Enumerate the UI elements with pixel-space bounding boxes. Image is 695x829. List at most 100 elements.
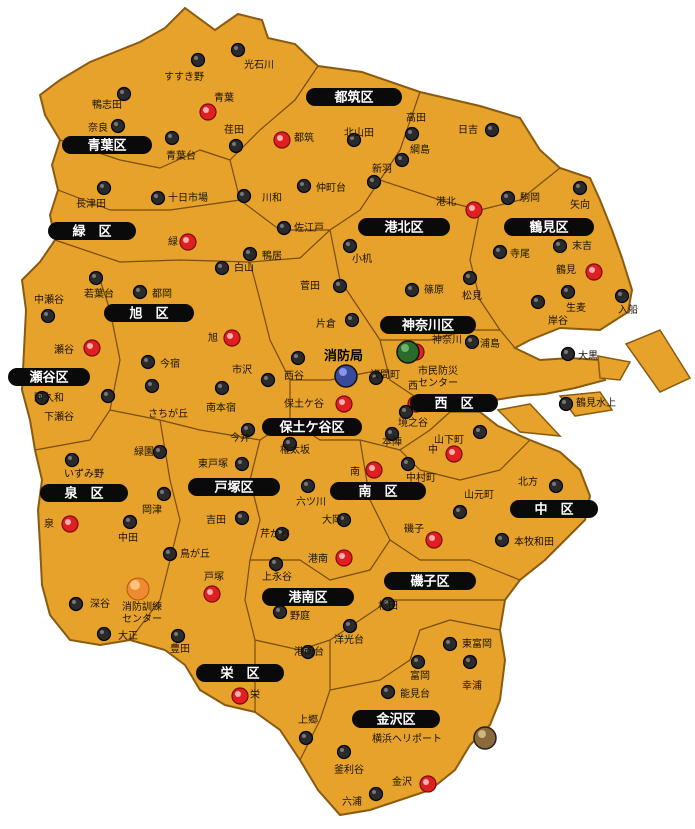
fire-substation[interactable]: 洋光台 [334,618,364,647]
fire-substation-marker-icon[interactable] [344,312,360,328]
ward-label-nishi[interactable]: 西 区 [410,394,498,412]
ward-label-tsurumi[interactable]: 鶴見区 [504,218,594,236]
fire-substation-marker-icon[interactable] [290,350,306,366]
fire-substation[interactable]: 杉田 [378,596,398,613]
fire-substation-marker-icon[interactable] [88,270,104,286]
fire-substation-marker-icon[interactable] [492,244,508,260]
fire-substation-marker-icon[interactable] [558,396,574,412]
fire-substation[interactable]: 阿久和 [34,390,64,406]
fire-substation[interactable]: 権太坂 [280,436,310,457]
fire-station[interactable]: 栄 [231,687,260,705]
fire-substation-marker-icon[interactable] [560,284,576,300]
fire-substation[interactable]: 六ツ川 [296,478,326,509]
fire-station[interactable]: 戸塚 [203,571,224,603]
heliport-marker-icon[interactable] [473,726,497,750]
fire-substation-marker-icon[interactable] [234,510,250,526]
fire-substation-marker-icon[interactable] [368,786,384,802]
fire-substation[interactable]: 川和 [236,188,283,205]
fire-substation[interactable]: 鳥が丘 [162,546,211,562]
fire-station[interactable]: 磯子 [404,522,443,549]
yokohama-heliport[interactable]: 横浜ヘリポート [372,726,497,750]
fire-substation-marker-icon[interactable] [122,514,138,530]
fire-station[interactable]: 南 [350,461,383,479]
fire-substation[interactable]: 吉田 [206,510,250,527]
fire-substation-marker-icon[interactable] [230,42,246,58]
fire-substation-marker-icon[interactable] [260,372,276,388]
fire-substation-marker-icon[interactable] [442,636,458,652]
fire-substation-marker-icon[interactable] [96,626,112,642]
fire-substation[interactable]: 駒岡 [500,190,541,206]
fire-substation[interactable]: 岸谷 [530,294,569,328]
fire-substation-marker-icon[interactable] [132,284,148,300]
hq-marker-icon[interactable] [334,364,358,388]
fire-station[interactable]: 緑 [168,233,197,251]
fire-substation[interactable]: 新羽 [366,162,393,190]
fire-substation[interactable]: 鴨志田 [92,86,132,112]
ward-label-kohoku[interactable]: 港北区 [358,218,450,236]
fire-substation[interactable]: 西谷 [284,350,306,383]
ward-label-hodogaya[interactable]: 保土ケ谷区 [262,418,362,436]
fire-substation[interactable]: 白山 [214,260,255,276]
fire-substation-marker-icon[interactable] [276,220,292,236]
fire-station[interactable]: 都筑 [273,131,314,149]
fire-substation[interactable]: 松見 [462,270,482,303]
fire-substation-marker-icon[interactable] [298,730,314,746]
fire-substation[interactable]: 中瀬谷 [34,293,64,324]
ward-label-kanagawa[interactable]: 神奈川区 [380,316,476,334]
fire-substation-marker-icon[interactable] [494,532,510,548]
fire-station[interactable]: 旭 [208,329,241,347]
fire-station[interactable]: 港南 [308,549,353,567]
fire-substation[interactable]: 末吉 [552,238,593,254]
fire-substation-marker-icon[interactable] [68,596,84,612]
fire-substation-marker-icon[interactable] [228,138,244,154]
fire-substation[interactable]: 日吉 [458,122,500,138]
ward-label-seya[interactable]: 瀬谷区 [8,368,90,386]
fire-substation-marker-icon[interactable] [156,486,172,502]
fire-substation[interactable]: 緑園 [134,444,168,460]
fire-substation-marker-icon[interactable] [190,52,206,68]
ward-label-konan[interactable]: 港南区 [262,588,354,606]
fire-substation-marker-icon[interactable] [404,126,420,142]
fire-substation[interactable]: 上郷 [298,714,318,746]
fire-substation-marker-icon[interactable] [214,380,230,396]
fire-substation[interactable]: 豊田 [170,628,190,656]
fire-substation[interactable]: 本陣 [382,426,402,449]
fire-substation[interactable]: 南本宿 [206,380,236,415]
fire-substation[interactable]: 青葉台 [164,130,197,163]
fire-substation[interactable]: 野庭 [272,604,311,623]
fire-substation[interactable]: 菅田 [300,278,348,294]
fire-substation[interactable]: 若葉台 [84,270,114,301]
fire-substation-marker-icon[interactable] [116,86,132,102]
fire-station[interactable]: 鶴見 [556,263,603,281]
fire-substation[interactable]: 東富岡 [442,636,493,652]
fire-substation-marker-icon[interactable] [162,546,178,562]
fire-substation[interactable]: 東戸塚 [198,456,250,472]
ward-label-midori[interactable]: 緑 区 [48,222,136,240]
fire-station[interactable]: 泉 [44,515,79,533]
fire-substation[interactable]: 生麦 [560,284,587,315]
fire-substation-marker-icon[interactable] [336,744,352,760]
fire-substation-marker-icon[interactable] [150,190,166,206]
fire-substation[interactable]: 北方 [518,475,564,494]
fire-substation-marker-icon[interactable] [268,556,284,572]
ward-label-aoba[interactable]: 青葉区 [62,136,152,154]
fire-substation-marker-icon[interactable] [552,238,568,254]
fire-substation-marker-icon[interactable] [572,180,588,196]
fire-substation[interactable]: 中村町 [400,456,437,485]
fire-substation[interactable]: 幸浦 [462,654,482,693]
fire-substation-marker-icon[interactable] [164,130,180,146]
fire-substation-marker-icon[interactable] [170,628,186,644]
fire-station[interactable]: 中 [428,443,463,463]
fire-substation[interactable]: いずみ野 [64,452,104,481]
fire-substation[interactable]: 市沢 [232,363,276,388]
fire-substation-marker-icon[interactable] [530,294,546,310]
fire-substation-marker-icon[interactable] [366,174,382,190]
fire-substation[interactable]: 境之谷 [398,404,428,430]
fire-bureau-hq[interactable]: 消防局 [324,348,363,388]
fire-station[interactable]: 金沢 [392,775,437,793]
fire-station[interactable]: 港北 [436,196,483,219]
fire-substation[interactable]: 深谷 [68,596,111,612]
fire-substation[interactable]: 今宿 [140,354,181,371]
fire-substation-marker-icon[interactable] [296,178,312,194]
fire-substation[interactable]: 都岡 [132,284,173,301]
